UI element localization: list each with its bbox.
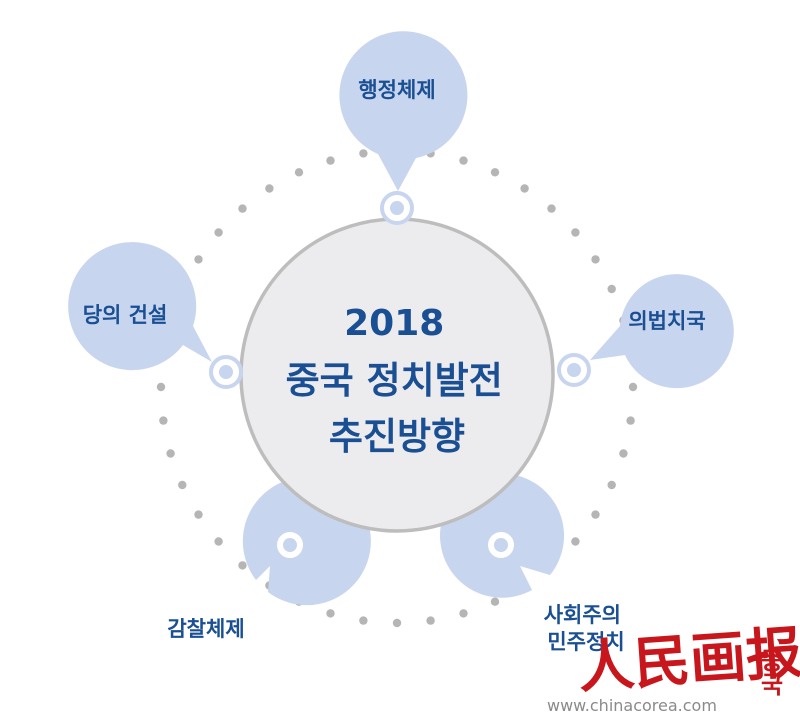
- marker-dot: [283, 538, 297, 552]
- ring-dot: [607, 480, 616, 490]
- connector-marker-rule-of-law: [557, 353, 591, 387]
- bubble-label-line: 행정체제: [358, 78, 435, 102]
- ring-dot: [607, 284, 616, 294]
- ring-dot: [159, 416, 168, 425]
- bubble-label: 당의 건설: [83, 303, 168, 327]
- bubble-label-line: 사회주의: [544, 603, 621, 627]
- ring-dot: [392, 618, 402, 628]
- ring-dot: [591, 510, 600, 519]
- bubble-label-line: 민주정치: [547, 630, 624, 654]
- bubble-shape: [590, 274, 734, 389]
- marker-dot: [494, 538, 508, 552]
- marker-dot: [567, 363, 581, 377]
- ring-dot: [426, 616, 435, 625]
- ring-dot: [194, 255, 203, 264]
- ring-dot: [490, 168, 500, 177]
- ring-dot: [628, 382, 638, 392]
- ring-dot: [571, 228, 580, 237]
- bubble-label: 행정체제: [358, 78, 435, 102]
- ring-dot: [178, 480, 187, 490]
- ring-dot: [359, 616, 368, 625]
- bubble-label: 감찰체제: [167, 617, 244, 641]
- ring-dot: [459, 609, 468, 618]
- connector-marker-socialist-democracy: [484, 528, 518, 562]
- ring-dot: [214, 228, 223, 237]
- watermark: 人民画报 중국 www.chinacorea.com: [547, 620, 800, 715]
- ring-dot: [166, 449, 175, 458]
- ring-dot: [238, 204, 247, 213]
- bubble-label-line: 감찰체제: [167, 617, 244, 641]
- ring-dot: [520, 184, 529, 193]
- connector-marker-admin-system: [380, 191, 414, 225]
- ring-dot: [490, 597, 500, 606]
- watermark-url: www.chinacorea.com: [547, 696, 717, 715]
- bubble-label-line: 의법치국: [628, 309, 705, 333]
- ring-dot: [294, 168, 304, 177]
- bubble-label: 사회주의 민주정치: [544, 603, 629, 654]
- ring-dot: [238, 561, 247, 570]
- ring-dot: [265, 184, 274, 193]
- ring-dot: [626, 416, 635, 425]
- center-title-line: 2018: [344, 303, 444, 344]
- ring-dot: [619, 449, 628, 458]
- bubble-label-line: 당의 건설: [83, 303, 168, 327]
- ring-dot: [156, 382, 166, 392]
- ring-dot: [326, 156, 335, 165]
- topic-bubble-admin-system: 행정체제: [339, 31, 468, 191]
- center-title-line: 추진방향: [329, 415, 465, 458]
- ring-dot: [591, 255, 600, 264]
- bubble-shape: [339, 31, 468, 191]
- ring-dot: [547, 204, 556, 213]
- watermark-logo: 人民画报: [576, 620, 800, 701]
- ring-dot: [214, 537, 223, 546]
- topic-bubble-rule-of-law: 의법치국: [590, 274, 734, 389]
- bubble-label: 의법치국: [628, 309, 705, 333]
- connector-marker-party-building: [209, 355, 243, 389]
- ring-dot: [326, 609, 335, 618]
- center-title: 2018 중국 정치발전 추진방향: [286, 303, 509, 458]
- ring-dot: [194, 510, 203, 519]
- watermark-logo-side: 중국: [756, 648, 785, 696]
- topic-bubble-party-building: 당의 건설: [68, 242, 212, 371]
- marker-dot: [390, 201, 404, 215]
- ring-dot: [359, 149, 368, 158]
- bubble-shape: [68, 242, 212, 371]
- marker-dot: [219, 365, 233, 379]
- center-hub: 2018 중국 정치발전 추진방향: [239, 217, 555, 533]
- ring-dot: [571, 537, 580, 546]
- center-title-line: 중국 정치발전: [286, 359, 503, 402]
- ring-dot: [459, 156, 468, 165]
- connector-marker-supervision-system: [273, 528, 307, 562]
